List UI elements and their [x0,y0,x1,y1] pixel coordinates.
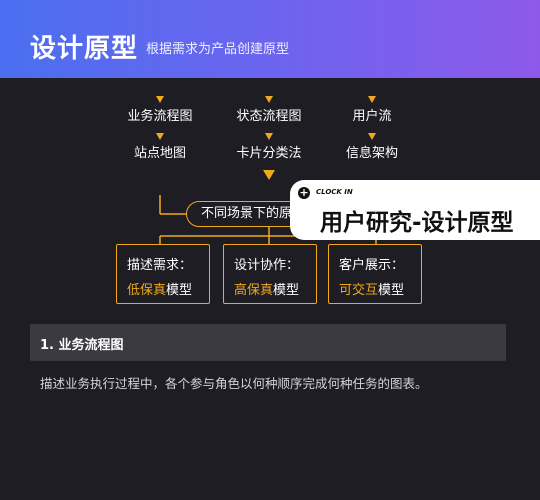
down-arrow-icon [265,133,273,140]
plus-icon: + [298,186,310,199]
prototype-card-high: 设计协作： 高保真模型 [223,244,317,304]
header-banner: 设计原型 根据需求为产品创建原型 [0,0,540,78]
card-suffix: 模型 [378,283,405,298]
down-arrow-icon [265,96,273,103]
flow-column-1: 业务流程图 站点地图 [100,96,220,170]
clock-in-badge: + CLOCK IN 用户研究-设计原型 [290,180,540,240]
flow-node: 信息架构 [345,146,398,161]
prototype-card-interactive: 客户展示： 可交互模型 [328,244,422,304]
card-highlight: 高保真 [234,283,274,298]
flow-node: 状态流程图 [236,109,302,124]
down-arrow-icon [156,133,164,140]
card-value: 高保真模型 [234,279,316,298]
section-header: 1. 业务流程图 [30,324,506,361]
down-arrow-icon [368,96,376,103]
card-title: 描述需求： [127,258,193,273]
flow-column-2: 状态流程图 卡片分类法 [209,96,329,180]
flow-node: 业务流程图 [127,109,193,124]
page-title: 设计原型 [30,34,139,64]
clock-in-label: CLOCK IN [316,188,353,196]
card-title: 设计协作： [234,258,300,273]
flow-node: 用户流 [352,109,392,124]
card-highlight: 低保真 [127,283,167,298]
page-subtitle: 根据需求为产品创建原型 [146,42,290,57]
section-title: 1. 业务流程图 [40,338,124,353]
card-suffix: 模型 [166,283,193,298]
big-down-arrow-icon [263,170,275,180]
card-highlight: 可交互 [339,283,379,298]
flow-node: 卡片分类法 [236,146,302,161]
flow-node: 站点地图 [133,146,186,161]
card-suffix: 模型 [273,283,300,298]
down-arrow-icon [368,133,376,140]
card-value: 低保真模型 [127,279,209,298]
down-arrow-icon [156,96,164,103]
badge-title: 用户研究-设计原型 [320,210,514,236]
prototype-card-low: 描述需求： 低保真模型 [116,244,210,304]
flow-column-3: 用户流 信息架构 [312,96,432,170]
section-description: 描述业务执行过程中，各个参与角色以何种顺序完成何种任务的图表。 [40,376,428,391]
card-value: 可交互模型 [339,279,421,298]
card-title: 客户展示： [339,258,405,273]
